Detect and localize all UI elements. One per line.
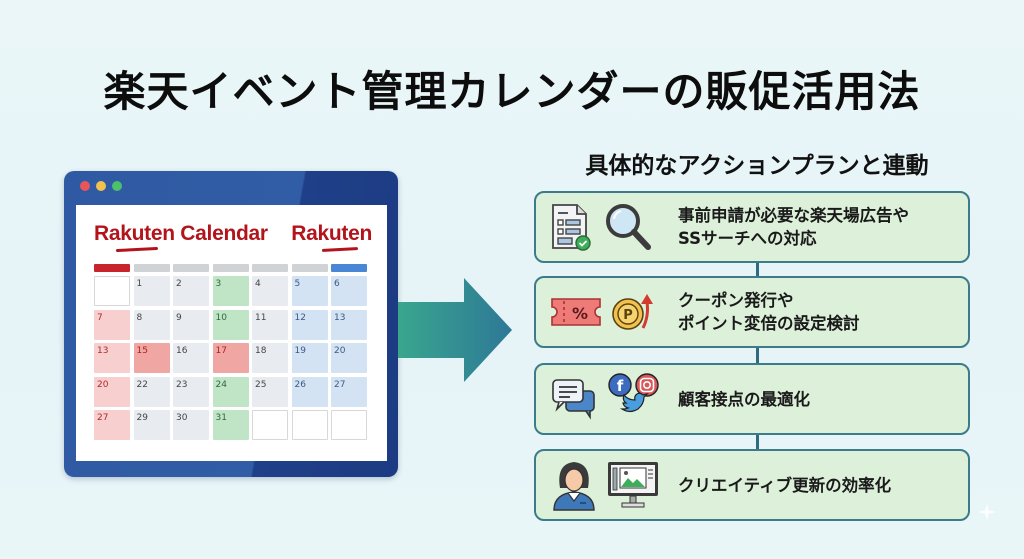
instagram-icon [635, 373, 659, 397]
calendar-day-cell[interactable]: 2 [173, 276, 209, 306]
magnifier-icon [606, 204, 651, 250]
document-check-icon [552, 204, 591, 251]
action-card-coupon-points[interactable]: % P クーポン発行や ポイント変倍の設定検討 [534, 276, 970, 348]
action-card-line: 顧客接点の最適化 [678, 389, 810, 409]
social-icons: f [608, 373, 659, 413]
action-card-ad-application[interactable]: 事前申請が必要な楽天場広告や SSサーチへの対応 [534, 191, 970, 263]
svg-text:P: P [623, 308, 633, 323]
sparkle-icon [978, 503, 996, 521]
weekday-header-bar [173, 264, 209, 272]
coupon-percent-icon: % [551, 298, 601, 326]
close-dot-icon[interactable] [80, 181, 90, 191]
page-title: 楽天イベント管理カレンダーの販促活用法 [103, 67, 921, 116]
calendar-day-cell[interactable]: 8 [133, 309, 170, 340]
calendar-day-cell[interactable]: 11 [252, 309, 288, 340]
calendar-day-cell[interactable]: 5 [291, 276, 328, 306]
rakuten-logo: Rakuten [291, 222, 372, 245]
calendar-day-cell[interactable]: 27 [94, 410, 130, 440]
action-card-text: 顧客接点の最適化 [678, 365, 810, 433]
calendar-day-cell[interactable]: 13 [331, 309, 367, 340]
calendar-day-cell[interactable] [252, 410, 288, 440]
window-controls [80, 181, 122, 191]
calendar-day-cell[interactable] [291, 410, 328, 440]
calendar-day-cell[interactable]: 31 [212, 410, 249, 440]
chat-bubbles-icon [552, 379, 595, 420]
staff-woman-icon [553, 462, 595, 511]
action-card-line: クリエイティブ更新の効率化 [678, 475, 892, 495]
calendar-day-cell[interactable]: 4 [252, 276, 288, 306]
calendar-day-cell[interactable]: 27 [331, 376, 367, 407]
calendar-day-cell[interactable]: 12 [291, 309, 328, 340]
calendar-day-cell[interactable]: 23 [173, 376, 209, 407]
action-card-line: ポイント変倍の設定検討 [678, 314, 860, 333]
weekday-header [94, 264, 367, 272]
action-card-text: 事前申請が必要な楽天場広告や SSサーチへの対応 [678, 193, 909, 261]
weekday-header-bar [133, 264, 170, 272]
calendar-day-cell[interactable] [331, 410, 367, 440]
maximize-dot-icon[interactable] [112, 181, 122, 191]
calendar-day-cell[interactable]: 19 [291, 343, 328, 373]
calendar-day-cell[interactable]: 6 [331, 276, 367, 306]
action-card-text: クーポン発行や ポイント変倍の設定検討 [678, 278, 860, 346]
calendar-day-cell[interactable]: 26 [291, 376, 328, 407]
calendar-day-cell[interactable]: 30 [173, 410, 209, 440]
monitor-image-icon [608, 462, 658, 508]
logo-swoosh-icon [321, 247, 359, 252]
minimize-dot-icon[interactable] [96, 181, 106, 191]
action-card-line: クーポン発行や [678, 291, 794, 310]
point-coin-up-icon: P [612, 294, 653, 330]
calendar-day-cell[interactable]: 24 [212, 376, 249, 407]
facebook-icon: f [608, 373, 632, 397]
twitter-icon [619, 392, 649, 413]
brand-swoosh-icon [115, 246, 159, 253]
weekday-header-bar [252, 264, 288, 272]
calendar-day-cell[interactable]: 20 [94, 376, 130, 407]
calendar-day-cell[interactable] [94, 276, 130, 306]
calendar-day-cell[interactable]: 18 [252, 343, 288, 373]
flow-connector [756, 258, 759, 458]
calendar-day-cell[interactable]: 16 [173, 343, 209, 373]
calendar-day-cell[interactable]: 20 [331, 343, 367, 373]
calendar-day-cell[interactable]: 1 [133, 276, 170, 306]
action-card-creative-update[interactable]: クリエイティブ更新の効率化 [534, 449, 970, 521]
action-card-line: SSサーチへの対応 [678, 229, 817, 248]
action-card-text: クリエイティブ更新の効率化 [678, 451, 891, 519]
calendar-day-cell[interactable]: 22 [133, 376, 170, 407]
action-card-customer-touchpoints[interactable]: f 顧客接点の最適化 [534, 363, 970, 435]
svg-text:f: f [617, 377, 624, 395]
calendar-day-cell[interactable]: 29 [133, 410, 170, 440]
weekday-header-bar [94, 264, 130, 272]
calendar-day-cell[interactable]: 17 [212, 343, 249, 373]
action-card-line: 事前申請が必要な楽天場広告や [678, 206, 909, 225]
calendar-day-cell[interactable]: 9 [173, 309, 209, 340]
calendar-day-cell[interactable]: 13 [94, 343, 130, 373]
weekday-header-bar [291, 264, 328, 272]
calendar-header: Rakuten Calendar Rakuten [94, 222, 372, 253]
calendar-day-cell[interactable]: 15 [133, 343, 170, 373]
calendar-day-cell[interactable]: 10 [212, 309, 249, 340]
calendar-day-cell[interactable]: 25 [252, 376, 288, 407]
action-plan-heading: 具体的なアクションプランと連動 [585, 153, 929, 179]
weekday-header-bar [212, 264, 249, 272]
calendar-day-cell[interactable]: 3 [212, 276, 249, 306]
weekday-header-bar [331, 264, 367, 272]
svg-text:%: % [572, 304, 588, 323]
calendar-day-cell[interactable]: 7 [94, 309, 130, 340]
right-arrow-icon [398, 278, 512, 382]
calendar-title: Rakuten Calendar [94, 222, 268, 245]
